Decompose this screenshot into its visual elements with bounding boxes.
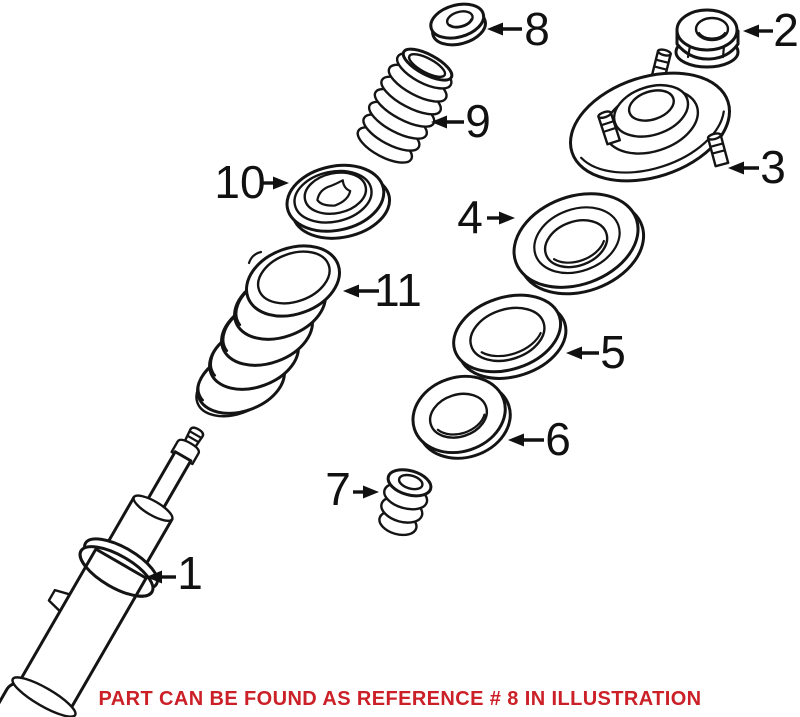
callout-4: 4 [457, 191, 515, 243]
callout-1: 1 [146, 547, 203, 599]
part-lower-seat-ring [411, 374, 512, 460]
callout-label-3: 3 [760, 141, 786, 193]
callout-label-6: 6 [545, 413, 571, 465]
callout-7: 7 [325, 463, 379, 515]
part-dust-boot [356, 47, 454, 164]
callout-label-5: 5 [600, 326, 626, 378]
callout-label-7: 7 [325, 463, 351, 515]
part-strut-mount [568, 48, 732, 183]
callout-label-9: 9 [465, 95, 491, 147]
callout-label-2: 2 [773, 4, 799, 56]
callout-2: 2 [743, 4, 799, 56]
part-upper-seat-ring [452, 293, 568, 380]
callout-label-4: 4 [457, 191, 483, 243]
part-washer [429, 2, 487, 47]
callout-label-8: 8 [524, 3, 550, 55]
part-bump-stop [378, 468, 433, 537]
callout-9: 9 [431, 95, 491, 147]
callout-label-11: 11 [374, 264, 422, 316]
callout-label-1: 1 [177, 547, 203, 599]
reference-caption: PART CAN BE FOUND AS REFERENCE # 8 IN IL… [98, 688, 702, 710]
callout-label-10: 10 [214, 156, 265, 208]
callout-10: 10 [214, 156, 289, 208]
part-coil-spring [195, 244, 341, 418]
part-spring-seat-bearing [512, 192, 646, 296]
callout-3: 3 [728, 141, 786, 193]
callout-5: 5 [566, 326, 626, 378]
callout-11: 11 [343, 264, 422, 316]
part-flange-nut [674, 8, 740, 69]
callout-8: 8 [487, 3, 550, 55]
part-strut-shock-absorber [0, 426, 205, 717]
part-spring-seat-insulator [285, 163, 392, 240]
callout-6: 6 [508, 413, 571, 465]
